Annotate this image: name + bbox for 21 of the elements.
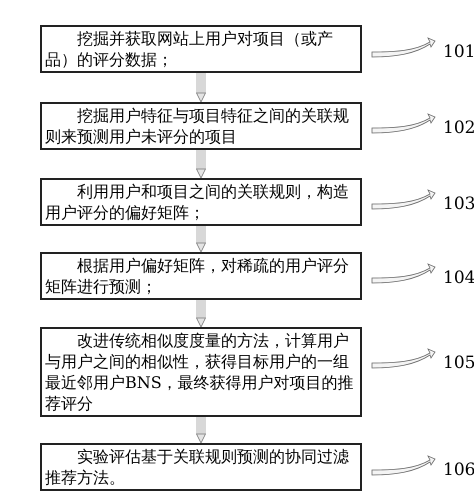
step-text: 根据用户偏好矩阵，对稀疏的用户评分矩阵进行预测； [45, 255, 350, 297]
step-text: 挖掘并获取网站上用户对项目（或产品）的评分数据； [45, 28, 334, 70]
process-box [40, 102, 362, 150]
reference-number: 102 [443, 118, 474, 138]
process-box [40, 25, 362, 73]
step-text: 挖掘用户特征与项目特征之间的关联规则来预测用户未评分的项目 [45, 105, 350, 147]
step-text: 实验评估基于关联规则预测的协同过滤推荐方法。 [45, 446, 350, 488]
process-box [40, 443, 362, 491]
block-arrow [196, 73, 206, 102]
block-arrow [196, 150, 206, 178]
process-box [40, 252, 362, 300]
block-arrow [196, 226, 206, 252]
step-text: 改进传统相似度度量的方法，计算用户与用户之间的相似性，获得目标用户的一组最近邻用户BNS，最终获得用户对项目的推荐评分 [45, 330, 355, 414]
step-text: 利用用户和项目之间的关联规则，构造用户评分的偏好矩阵； [45, 181, 350, 223]
block-arrow [196, 300, 206, 328]
reference-number: 106 [443, 460, 474, 480]
block-arrow [196, 417, 206, 444]
process-box [40, 178, 362, 226]
reference-number: 105 [443, 353, 474, 373]
reference-number: 103 [443, 194, 474, 214]
reference-number: 101 [443, 42, 474, 62]
